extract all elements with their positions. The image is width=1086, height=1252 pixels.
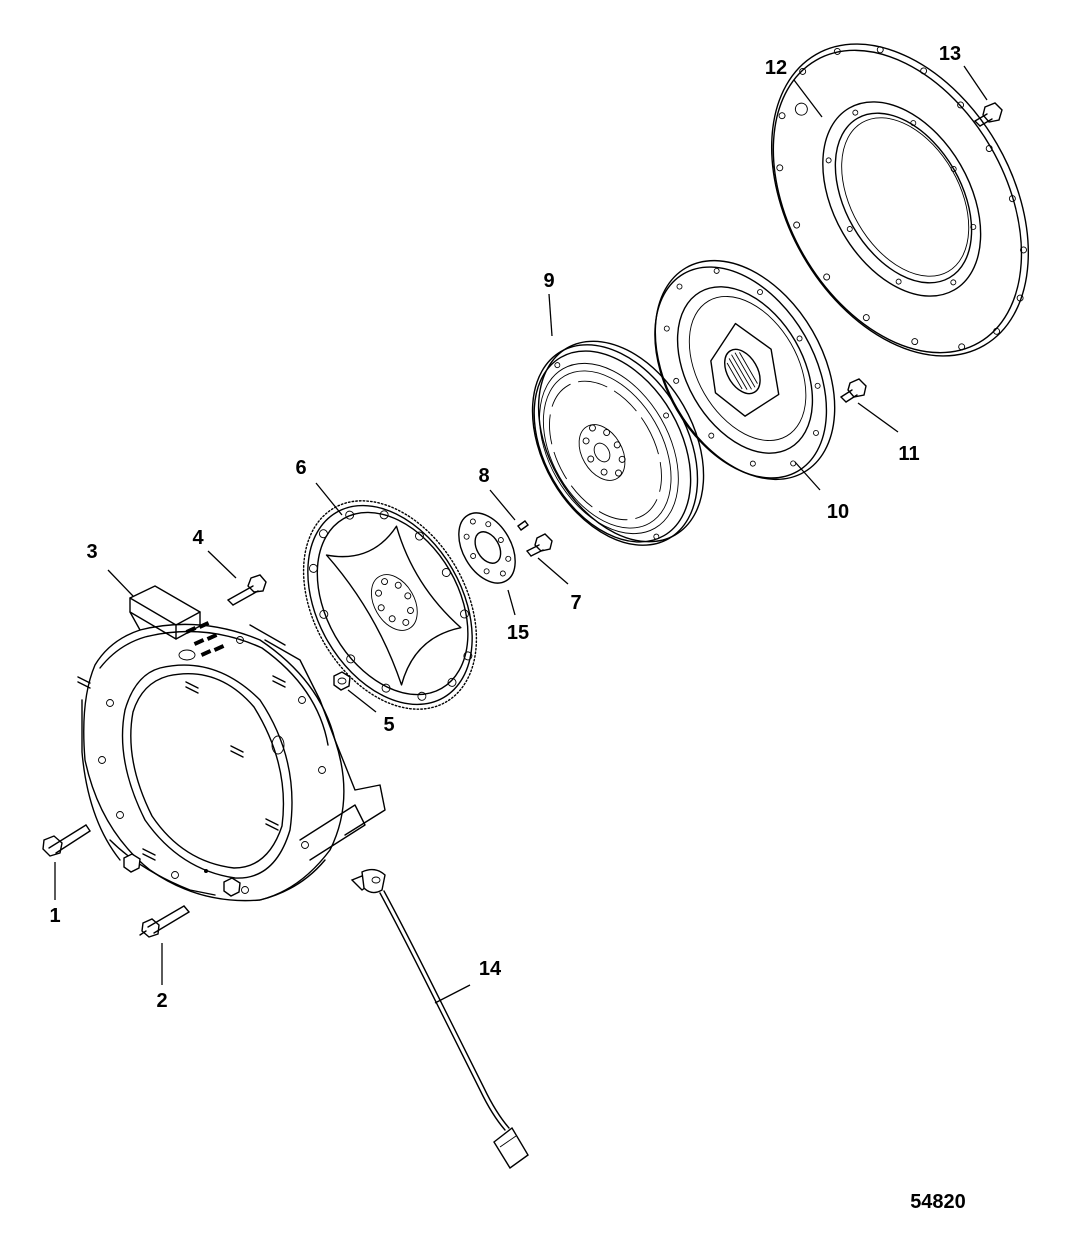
callout-8: 8 bbox=[478, 465, 489, 487]
part-15-spacer-plate bbox=[458, 512, 516, 584]
part-2-stud bbox=[139, 905, 190, 938]
callout-1: 1 bbox=[49, 905, 60, 927]
part-13-bolt bbox=[974, 102, 1003, 127]
callout-13: 13 bbox=[939, 43, 961, 65]
callout-15: 15 bbox=[507, 622, 529, 644]
part-12-adapter-plate bbox=[770, 43, 1030, 357]
callout-4: 4 bbox=[192, 527, 204, 549]
callout-14: 14 bbox=[479, 958, 502, 980]
part-6-ringgear-flywheel bbox=[302, 500, 478, 710]
callout-labels: 1 2 3 4 5 6 7 8 9 10 11 12 13 14 15 5482… bbox=[49, 43, 965, 1213]
callout-10: 10 bbox=[827, 501, 849, 523]
part-3-flywheel-housing bbox=[77, 585, 386, 902]
callout-11: 11 bbox=[898, 443, 919, 465]
figure-number: 54820 bbox=[910, 1191, 966, 1213]
part-14-sensor bbox=[350, 868, 529, 1170]
housing-stud bbox=[77, 675, 286, 861]
callout-3: 3 bbox=[86, 541, 97, 563]
part-5-plug bbox=[333, 671, 351, 691]
part-7-bolt bbox=[526, 533, 553, 557]
part-1-bolt bbox=[42, 824, 91, 857]
part-4-bolt bbox=[227, 574, 267, 606]
part-11-bolt bbox=[840, 378, 867, 403]
housing-bottom-bolt bbox=[123, 853, 241, 897]
callout-7: 7 bbox=[570, 592, 581, 614]
part-9-flywheel bbox=[531, 340, 705, 546]
callout-9: 9 bbox=[543, 270, 554, 292]
callout-2: 2 bbox=[156, 990, 167, 1012]
callout-6: 6 bbox=[295, 457, 306, 479]
callout-5: 5 bbox=[383, 714, 394, 736]
callout-12: 12 bbox=[765, 57, 787, 79]
part-8-dowel-pin bbox=[517, 520, 529, 531]
leader-lines bbox=[54, 65, 988, 1004]
